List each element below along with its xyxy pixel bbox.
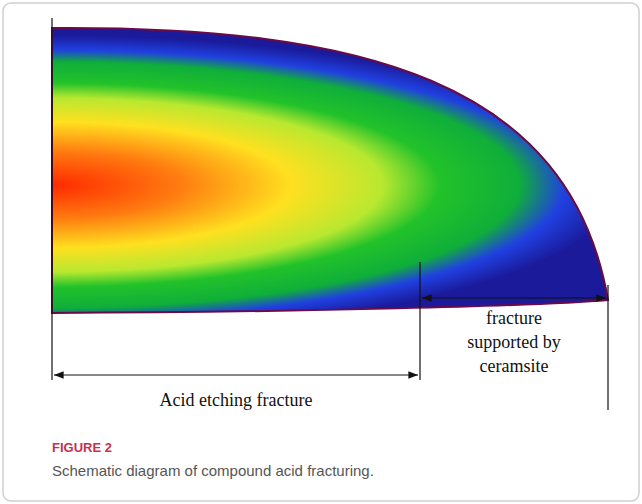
extension-line (419, 262, 420, 380)
dimension-label: fracture supported by ceramsite (458, 306, 570, 378)
dimension-label: Acid etching fracture (160, 388, 313, 412)
extension-line (607, 285, 608, 410)
extension-line (51, 18, 52, 380)
dimension-arrow (422, 297, 606, 298)
dimension-arrow (54, 374, 418, 375)
fracture-shape (52, 28, 608, 313)
figure-number: FIGURE 2 (52, 440, 112, 455)
figure-frame (3, 3, 639, 501)
figure-caption: Schematic diagram of compound acid fract… (52, 462, 612, 479)
